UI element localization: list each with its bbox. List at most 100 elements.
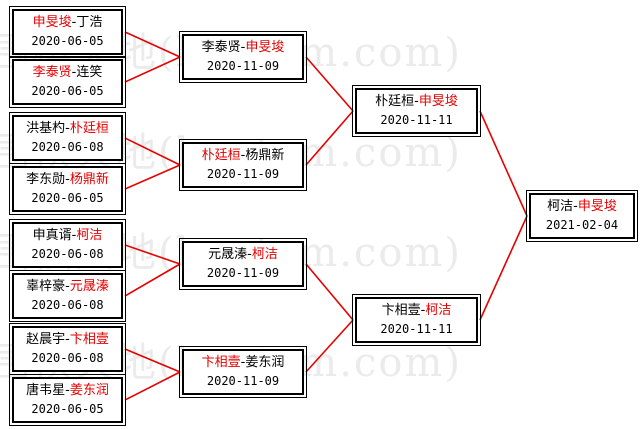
bracket-connector-line xyxy=(479,215,528,321)
match-players: 朴廷桓-申旻埈 xyxy=(357,92,476,111)
match-players: 唐韦星-姜东润 xyxy=(14,381,121,400)
round2-match-box: 卞相壹-姜东润 2020-11-09 xyxy=(179,346,307,398)
match-players: 卞相壹-姜东润 xyxy=(184,353,302,372)
player-two-name: 柯洁 xyxy=(251,247,278,262)
match-players: 李泰贤-连笑 xyxy=(14,63,121,82)
round1-match-box: 李泰贤-连笑 2020-06-05 xyxy=(9,56,126,108)
bracket-connector-line xyxy=(124,31,181,58)
round1-match-box: 李东勋-杨鼎新 2020-06-05 xyxy=(9,163,126,215)
round3-match-box: 朴廷桓-申旻埈 2020-11-11 xyxy=(352,85,481,137)
separator-dash: - xyxy=(240,355,246,370)
separator-dash: - xyxy=(414,94,419,109)
match-date: 2020-06-08 xyxy=(31,298,104,312)
player-one-name: 赵晨宇 xyxy=(26,332,66,347)
bracket-connector-line xyxy=(305,319,354,373)
round2-match-box: 元晟溱-柯洁 2020-11-09 xyxy=(179,238,307,290)
separator-dash: - xyxy=(71,228,77,243)
player-one-name: 朴廷桓 xyxy=(375,94,415,109)
match-date: 2020-06-08 xyxy=(31,247,104,261)
match-players: 申旻埈-丁浩 xyxy=(14,13,121,32)
match-date: 2020-06-05 xyxy=(31,34,104,48)
player-two-name: 柯洁 xyxy=(425,303,452,318)
player-one-name: 唐韦星 xyxy=(26,383,66,398)
match-date: 2020-11-09 xyxy=(206,167,280,181)
player-two-name: 朴廷桓 xyxy=(69,121,109,136)
separator-dash: - xyxy=(573,199,578,214)
match-players: 李东勋-杨鼎新 xyxy=(14,170,121,189)
match-date: 2020-11-09 xyxy=(206,374,280,388)
bracket-connector-line xyxy=(305,263,354,321)
player-two-name: 申旻埈 xyxy=(418,94,458,109)
separator-dash: - xyxy=(240,148,246,163)
match-date: 2020-06-05 xyxy=(31,84,104,98)
bracket-connector-line xyxy=(124,263,181,297)
player-one-name: 李泰贤 xyxy=(32,65,72,80)
player-two-name: 姜东润 xyxy=(245,355,285,370)
player-two-name: 元晟溱 xyxy=(69,279,109,294)
player-one-name: 李泰贤 xyxy=(201,40,241,55)
player-two-name: 柯洁 xyxy=(76,228,103,243)
separator-dash: - xyxy=(65,172,70,187)
separator-dash: - xyxy=(65,383,70,398)
match-date: 2020-06-05 xyxy=(31,191,104,205)
player-one-name: 申真谞 xyxy=(32,228,72,243)
match-date: 2020-11-09 xyxy=(206,266,280,280)
round1-match-box: 洪基杓-朴廷桓 2020-06-08 xyxy=(9,112,126,164)
separator-dash: - xyxy=(65,332,70,347)
match-players: 申真谞-柯洁 xyxy=(14,226,121,245)
match-players: 卞相壹-柯洁 xyxy=(357,301,476,320)
player-two-name: 姜东润 xyxy=(69,383,109,398)
match-date: 2020-11-09 xyxy=(206,59,280,73)
round2-match-box: 李泰贤-申旻埈 2020-11-09 xyxy=(179,31,307,83)
player-one-name: 李东勋 xyxy=(26,172,66,187)
bracket-connector-line xyxy=(305,110,354,166)
round1-match-box: 唐韦星-姜东润 2020-06-05 xyxy=(9,374,126,426)
bracket-connector-line xyxy=(124,348,181,373)
player-two-name: 连笑 xyxy=(76,65,103,80)
match-players: 辜梓豪-元晟溱 xyxy=(14,277,121,296)
player-two-name: 丁浩 xyxy=(76,15,103,30)
round1-match-box: 辜梓豪-元晟溱 2020-06-08 xyxy=(9,270,126,322)
player-two-name: 申旻埈 xyxy=(577,199,617,214)
match-date: 2021-02-04 xyxy=(545,218,619,232)
player-one-name: 申旻埈 xyxy=(32,15,72,30)
player-one-name: 辜梓豪 xyxy=(26,279,66,294)
match-players: 赵晨宇-卞相壹 xyxy=(14,330,121,349)
bracket-connector-line xyxy=(479,110,528,217)
bracket-connector-line xyxy=(124,164,181,190)
separator-dash: - xyxy=(65,279,70,294)
player-one-name: 卞相壹 xyxy=(381,303,421,318)
round1-match-box: 申旻埈-丁浩 2020-06-05 xyxy=(9,6,126,58)
match-date: 2020-06-08 xyxy=(31,140,104,154)
bracket-connector-line xyxy=(124,137,181,166)
player-one-name: 朴廷桓 xyxy=(201,148,241,163)
separator-dash: - xyxy=(247,247,252,262)
bracket-connector-line xyxy=(305,56,354,112)
separator-dash: - xyxy=(240,40,246,55)
final-match-box: 柯洁-申旻埈 2021-02-04 xyxy=(526,190,638,242)
separator-dash: - xyxy=(71,15,77,30)
round2-match-box: 朴廷桓-杨鼎新 2020-11-09 xyxy=(179,139,307,191)
separator-dash: - xyxy=(65,121,70,136)
match-date: 2020-11-11 xyxy=(380,113,453,127)
player-one-name: 元晟溱 xyxy=(208,247,248,262)
player-two-name: 杨鼎新 xyxy=(69,172,109,187)
match-players: 李泰贤-申旻埈 xyxy=(184,38,302,57)
player-two-name: 申旻埈 xyxy=(245,40,285,55)
match-players: 元晟溱-柯洁 xyxy=(184,245,302,264)
round1-match-box: 赵晨宇-卞相壹 2020-06-08 xyxy=(9,323,126,375)
bracket-connector-line xyxy=(124,371,181,401)
player-one-name: 洪基杓 xyxy=(26,121,66,136)
player-two-name: 卞相壹 xyxy=(69,332,109,347)
player-one-name: 柯洁 xyxy=(547,199,574,214)
match-players: 柯洁-申旻埈 xyxy=(531,197,633,216)
round1-match-box: 申真谞-柯洁 2020-06-08 xyxy=(9,219,126,271)
match-date: 2020-06-05 xyxy=(31,402,104,416)
bracket-connector-line xyxy=(124,56,181,83)
player-two-name: 杨鼎新 xyxy=(245,148,285,163)
separator-dash: - xyxy=(71,65,77,80)
match-date: 2020-06-08 xyxy=(31,351,104,365)
